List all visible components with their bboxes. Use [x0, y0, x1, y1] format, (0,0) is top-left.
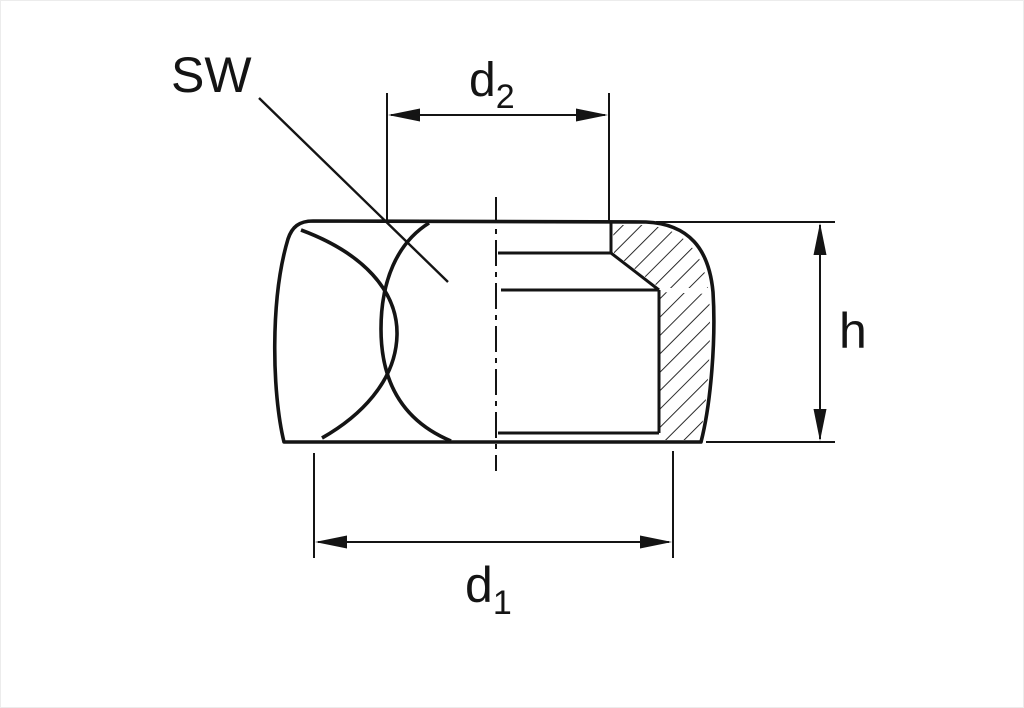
h-arrow-top: [813, 223, 827, 255]
label-height: h: [839, 303, 867, 359]
d1-arrow-right: [640, 535, 672, 549]
bore-chamfer-line: [610, 251, 660, 292]
d2-arrow-left: [388, 108, 420, 122]
d1-arrow-left: [315, 535, 347, 549]
section-hatch-right-wall: [660, 292, 710, 440]
label-base-diameter: d1: [465, 557, 512, 622]
d2-arrow-right: [576, 108, 608, 122]
h-arrow-bottom: [813, 409, 827, 441]
sw-leader-line: [258, 97, 449, 283]
section-hatch-top-right: [613, 225, 708, 288]
label-wrench-size: SW: [171, 47, 252, 103]
nut-outline: [272, 219, 716, 444]
left-facet-arc: [300, 228, 399, 440]
label-top-diameter: d2: [469, 54, 515, 116]
center-facet-arc: [379, 221, 452, 443]
